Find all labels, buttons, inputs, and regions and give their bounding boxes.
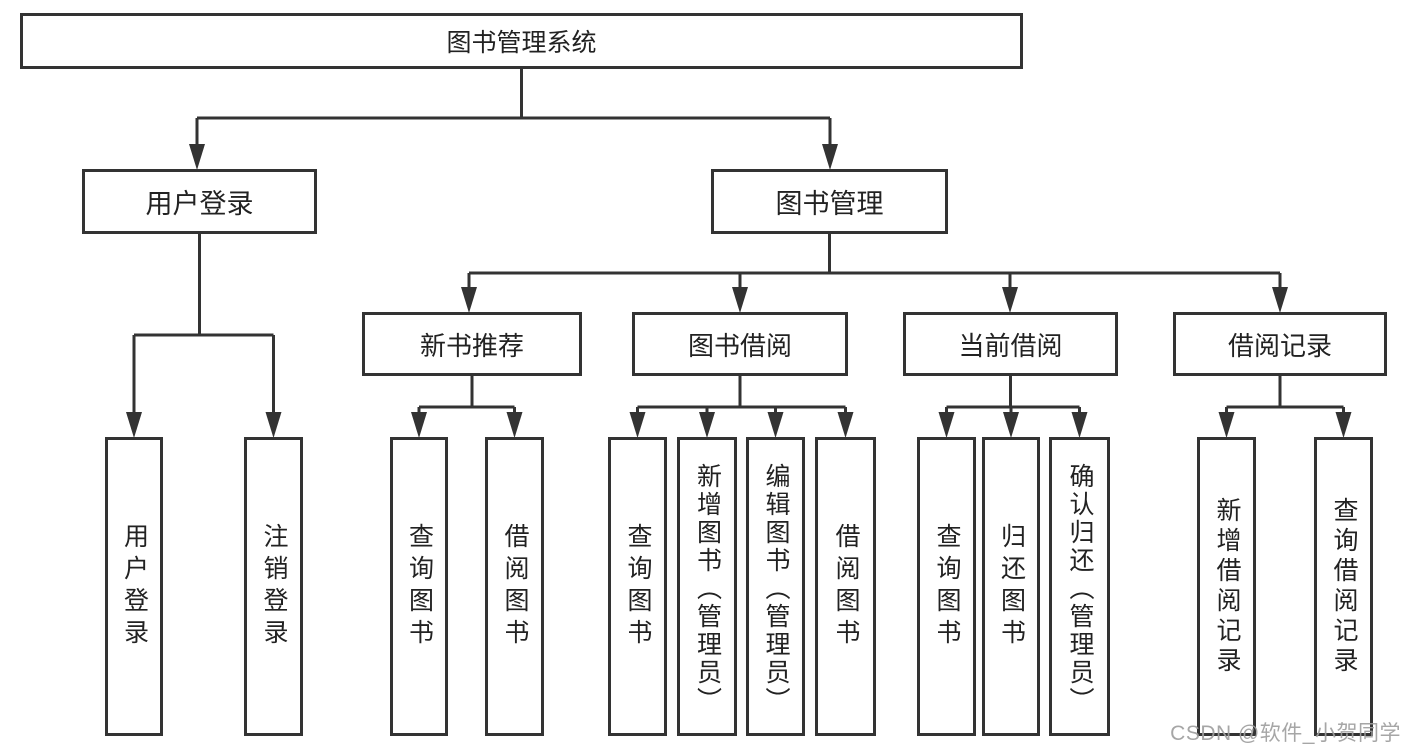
connector-currentborrow-to-leaves bbox=[938, 376, 1088, 438]
connector-root-to-level2 bbox=[189, 69, 838, 170]
leaf-user-login-label: 用户登录 bbox=[120, 522, 149, 651]
leaf-cb-return-books-label: 归还图书 bbox=[997, 522, 1026, 651]
leaf-bb-edit-books-admin: 编辑图书（管理员） bbox=[746, 437, 805, 736]
leaf-nbr-borrow-books-label: 借阅图书 bbox=[501, 522, 529, 651]
leaf-cb-query-books-label: 查询图书 bbox=[933, 522, 961, 651]
node-root-book-management-system: 图书管理系统 bbox=[20, 13, 1023, 69]
connector-bookborrow-to-leaves bbox=[629, 376, 854, 438]
leaf-logout: 注销登录 bbox=[244, 437, 303, 736]
connector-records-to-leaves bbox=[1218, 376, 1352, 438]
leaf-br-add-record: 新增借阅记录 bbox=[1197, 437, 1256, 736]
node-user-login: 用户登录 bbox=[82, 169, 317, 234]
leaf-br-add-record-label: 新增借阅记录 bbox=[1213, 496, 1241, 677]
leaf-bb-add-books-admin-label: 新增图书（管理员） bbox=[693, 462, 722, 715]
leaf-bb-add-books-admin: 新增图书（管理员） bbox=[677, 437, 737, 736]
node-book-borrowing: 图书借阅 bbox=[632, 312, 848, 376]
connector-bookmgmt-to-level3 bbox=[461, 234, 1288, 313]
node-new-book-recommend: 新书推荐 bbox=[362, 312, 582, 376]
leaf-logout-label: 注销登录 bbox=[260, 522, 288, 651]
leaf-br-query-record: 查询借阅记录 bbox=[1314, 437, 1373, 736]
node-borrowing-records: 借阅记录 bbox=[1173, 312, 1387, 376]
leaf-br-query-record-label: 查询借阅记录 bbox=[1330, 496, 1358, 677]
leaf-user-login: 用户登录 bbox=[105, 437, 163, 736]
leaf-bb-borrow-books-label: 借阅图书 bbox=[832, 522, 860, 651]
leaf-bb-edit-books-admin-label: 编辑图书（管理员） bbox=[762, 462, 790, 715]
leaf-nbr-query-books: 查询图书 bbox=[390, 437, 448, 736]
leaf-nbr-query-books-label: 查询图书 bbox=[405, 522, 434, 651]
node-book-management: 图书管理 bbox=[711, 169, 948, 234]
leaf-cb-query-books: 查询图书 bbox=[917, 437, 976, 736]
connector-newbook-to-leaves bbox=[411, 376, 523, 438]
leaf-nbr-borrow-books: 借阅图书 bbox=[485, 437, 544, 736]
leaf-cb-confirm-return-admin: 确认归还（管理员） bbox=[1049, 437, 1110, 736]
connector-userlogin-to-leaves bbox=[126, 234, 282, 438]
leaf-bb-query-books: 查询图书 bbox=[608, 437, 667, 736]
leaf-bb-query-books-label: 查询图书 bbox=[624, 522, 652, 651]
leaf-cb-return-books: 归还图书 bbox=[982, 437, 1040, 736]
leaf-cb-confirm-return-admin-label: 确认归还（管理员） bbox=[1066, 462, 1094, 715]
leaf-bb-borrow-books: 借阅图书 bbox=[815, 437, 876, 736]
watermark: CSDN @软件_小贺同学 bbox=[1170, 722, 1401, 745]
node-current-borrowing: 当前借阅 bbox=[903, 312, 1118, 376]
